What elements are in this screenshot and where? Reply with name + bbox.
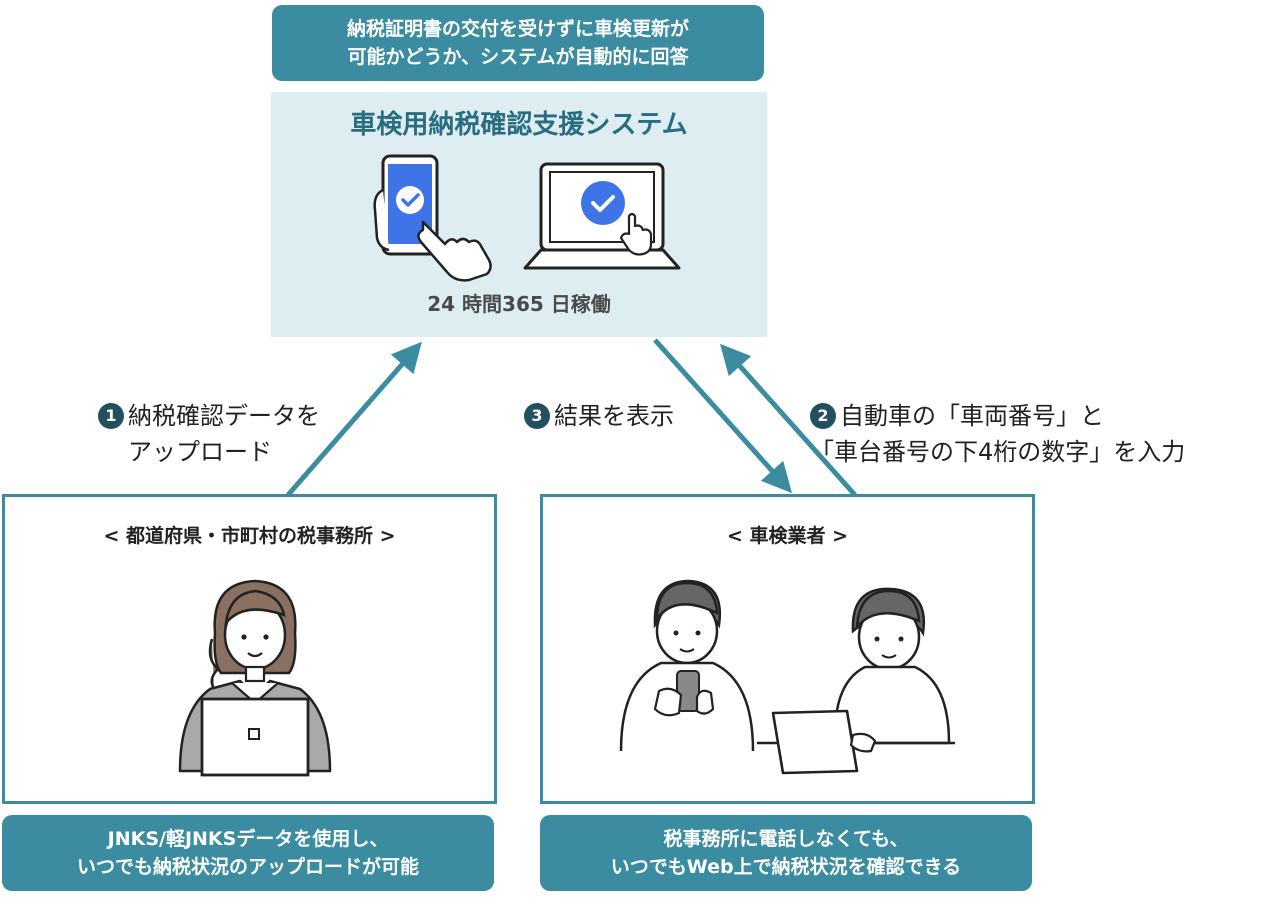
person-with-phone-icon [619, 579, 755, 752]
office-worker-icon [178, 579, 332, 777]
tax-office-banner-line1: JNKS/軽JNKSデータを使用し、 [107, 828, 389, 850]
arrow-step3 [653, 338, 792, 494]
system-panel: 車検用納税確認支援システム 24 時間365 日稼働 [271, 92, 767, 337]
laptop-check-icon [523, 162, 681, 270]
inspector-banner: 税事務所に電話しなくても、 いつでもWeb上で納税状況を確認できる [540, 815, 1032, 891]
inspector-banner-line2: いつでもWeb上で納税状況を確認できる [610, 856, 962, 878]
step1-label: 1 納税確認データを アップロード [98, 398, 320, 470]
step1-line1: 納税確認データを [128, 402, 320, 430]
tax-office-title: < 都道府県・市町村の税事務所 > [103, 525, 396, 547]
inspector-title: < 車検業者 > [726, 525, 849, 547]
tax-office-box: < 都道府県・市町村の税事務所 > [2, 494, 497, 804]
inspector-box: < 車検業者 > [540, 494, 1035, 804]
tax-office-banner: JNKS/軽JNKSデータを使用し、 いつでも納税状況のアップロードが可能 [2, 815, 494, 891]
top-banner-line2: 可能かどうか、システムが自動的に回答 [347, 46, 689, 68]
step2-number: 2 [810, 403, 836, 429]
step2-line1: 自動車の「車両番号」と [840, 402, 1104, 430]
inspector-banner-line1: 税事務所に電話しなくても、 [663, 828, 909, 850]
step3-line1: 結果を表示 [554, 402, 674, 430]
arrow-step1 [286, 341, 422, 497]
step3-label: 3 結果を表示 [524, 398, 674, 434]
top-banner: 納税証明書の交付を受けずに車検更新が 可能かどうか、システムが自動的に回答 [272, 5, 764, 81]
tax-office-banner-line2: いつでも納税状況のアップロードが可能 [76, 856, 419, 878]
step1-line2: アップロード [128, 438, 272, 466]
step3-number: 3 [524, 403, 550, 429]
step2-line2: 「車台番号の下4桁の数字」を入力 [810, 438, 1186, 466]
step2-label: 2 自動車の「車両番号」と 「車台番号の下4桁の数字」を入力 [810, 398, 1185, 470]
arrow-step2 [720, 343, 857, 497]
step1-number: 1 [98, 403, 124, 429]
system-hours: 24 時間365 日稼働 [427, 292, 611, 316]
top-banner-line1: 納税証明書の交付を受けずに車検更新が [346, 18, 689, 40]
smartphone-check-icon [373, 154, 492, 282]
system-title: 車検用納税確認支援システム [350, 110, 688, 140]
person-with-laptop-icon [757, 587, 955, 775]
